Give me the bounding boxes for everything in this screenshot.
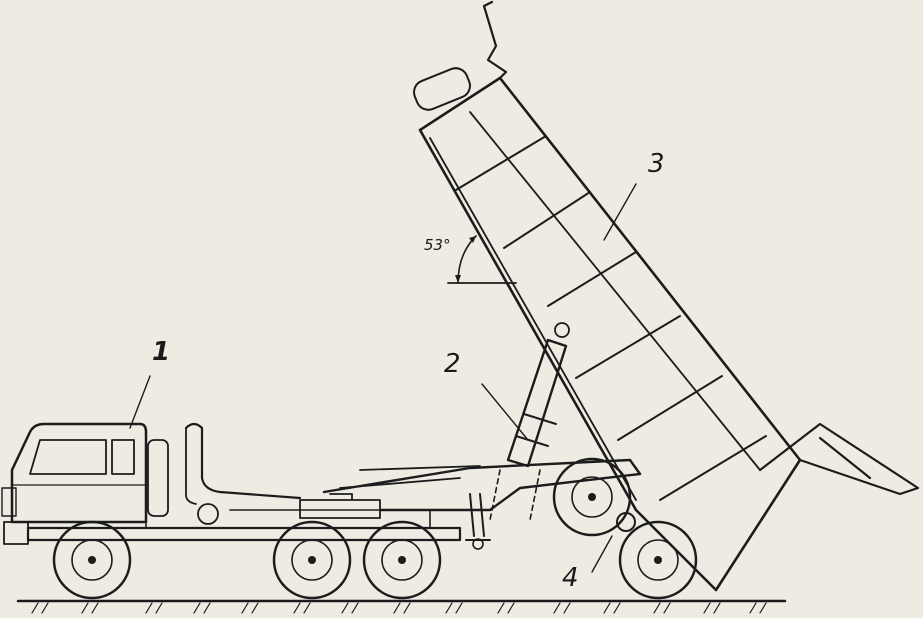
callout-4-leader bbox=[591, 535, 613, 573]
fifth-wheel bbox=[299, 493, 381, 519]
hydraulic-cylinder bbox=[481, 322, 570, 521]
fuel-tank bbox=[147, 439, 169, 517]
body-outline bbox=[418, 76, 802, 592]
pivot-hinge bbox=[616, 512, 636, 532]
cab-window bbox=[29, 439, 107, 475]
exhaust-pipe bbox=[184, 422, 302, 500]
chassis-frame bbox=[26, 526, 462, 542]
ground bbox=[16, 599, 787, 614]
cab-outline bbox=[10, 422, 148, 524]
tractor-rear-wheel-2 bbox=[362, 520, 442, 600]
cylinder-barrel bbox=[506, 338, 568, 468]
dump-body bbox=[413, 0, 920, 592]
callout-2-leader bbox=[481, 383, 529, 441]
callout-2: 2 bbox=[444, 349, 461, 379]
tractor-rear-wheel-1 bbox=[272, 520, 352, 600]
landing-gear bbox=[465, 493, 491, 541]
callout-4: 4 bbox=[562, 563, 579, 593]
front-bumper bbox=[3, 521, 29, 545]
tractor-unit bbox=[1, 375, 462, 600]
side-ribs bbox=[455, 135, 767, 501]
tilt-angle-indicator: 53° bbox=[424, 235, 517, 284]
angle-label: 53° bbox=[424, 236, 451, 254]
callout-1-leader bbox=[129, 375, 151, 429]
callout-3-leader bbox=[603, 183, 637, 241]
callout-1: 1 bbox=[152, 337, 170, 367]
gooseneck bbox=[322, 458, 642, 512]
headboard bbox=[482, 0, 508, 80]
trailer-frame bbox=[322, 457, 698, 600]
trailer-wheel-2 bbox=[618, 520, 698, 600]
headlight bbox=[1, 487, 17, 517]
tractor-front-wheel bbox=[52, 520, 132, 600]
tailgate bbox=[758, 422, 920, 496]
cab-side-window bbox=[111, 439, 135, 475]
callout-3: 3 bbox=[648, 149, 665, 179]
ground-hatching bbox=[31, 602, 767, 614]
